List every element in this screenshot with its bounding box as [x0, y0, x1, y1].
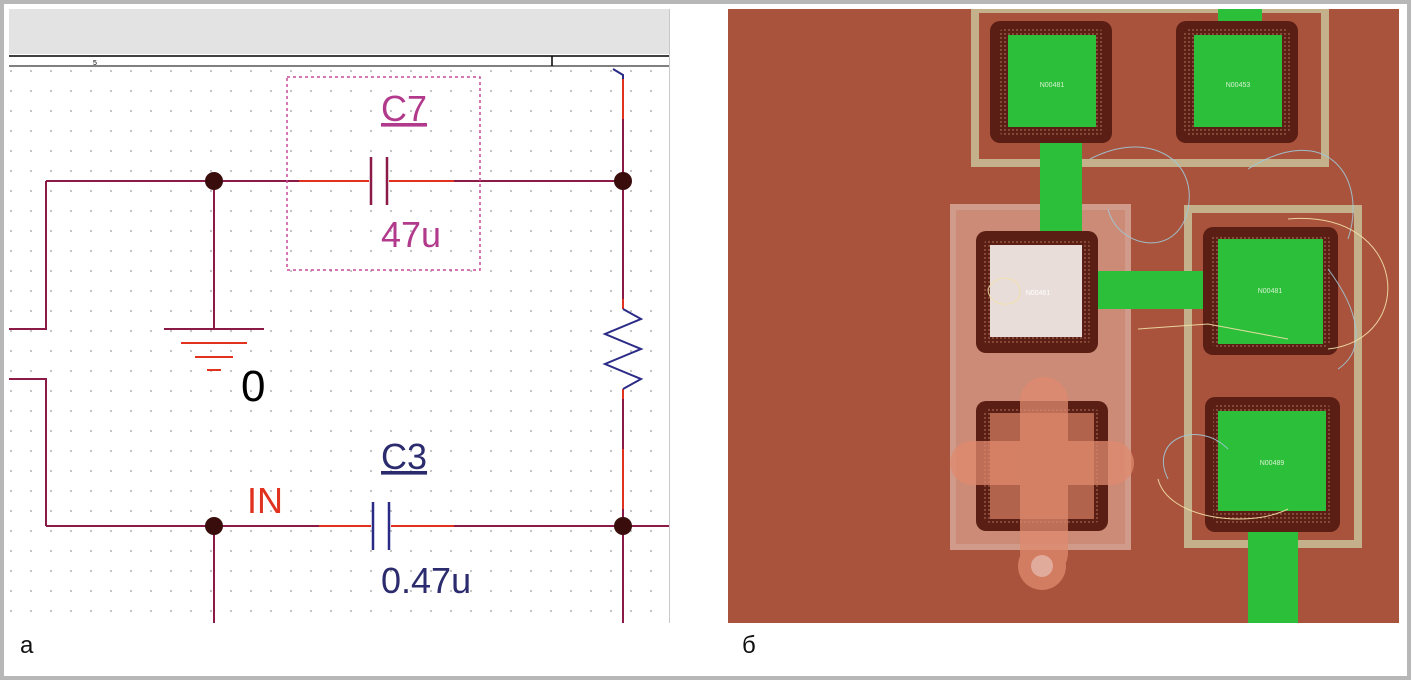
ground-symbol[interactable]: 0	[164, 328, 265, 411]
ruler-mark: 5	[93, 60, 97, 67]
junction-dots	[205, 172, 632, 535]
toolbar-strip	[9, 9, 669, 54]
schematic-panel[interactable]: 5	[9, 9, 669, 623]
capacitor-c7[interactable]: C7 47u	[286, 76, 481, 271]
panel-label-left: a	[20, 632, 34, 659]
pad-n00461[interactable]: N00461	[976, 231, 1098, 353]
net-label-in: IN	[247, 480, 283, 521]
pad-net-label: N00461	[1026, 290, 1051, 297]
pad-net-label: N00481	[1258, 288, 1283, 295]
pad-net-label: N00453	[1226, 82, 1251, 89]
c7-value-label: 47u	[381, 214, 441, 255]
c3-value-label: 0.47u	[381, 560, 471, 601]
pcb-panel[interactable]: N00481 N00453 N00461 N00481	[728, 9, 1399, 623]
pad-n00453[interactable]: N00453	[1176, 21, 1298, 143]
pad-net-label: N00489	[1260, 460, 1285, 467]
ratsnest-lines	[1089, 146, 1357, 480]
schematic-canvas[interactable]: 5	[9, 9, 669, 623]
resistor[interactable]	[602, 308, 644, 390]
panel-label-right: б	[742, 632, 756, 659]
pad-n00481-right[interactable]: N00481	[1203, 227, 1338, 355]
pad-net-label: N00481	[1040, 82, 1065, 89]
pin-stubs	[299, 79, 624, 527]
c7-ref-label: C7	[381, 88, 427, 129]
ruler-bar	[9, 54, 669, 67]
pcb-canvas[interactable]: N00481 N00453 N00461 N00481	[728, 9, 1399, 623]
schematic-wires	[9, 119, 669, 623]
via-cross-handle[interactable]	[950, 377, 1134, 590]
c3-ref-label: C3	[381, 436, 427, 477]
silk-curves	[987, 218, 1389, 520]
pad-n00489[interactable]: N00489	[1205, 397, 1340, 532]
panel-divider	[669, 9, 670, 623]
ground-label: 0	[241, 362, 265, 411]
capacitor-c3[interactable]: C3 0.47u	[371, 436, 471, 601]
schematic-grid	[9, 67, 669, 623]
c7-selection-box	[286, 76, 481, 271]
pad-n00481-top[interactable]: N00481	[990, 21, 1112, 143]
